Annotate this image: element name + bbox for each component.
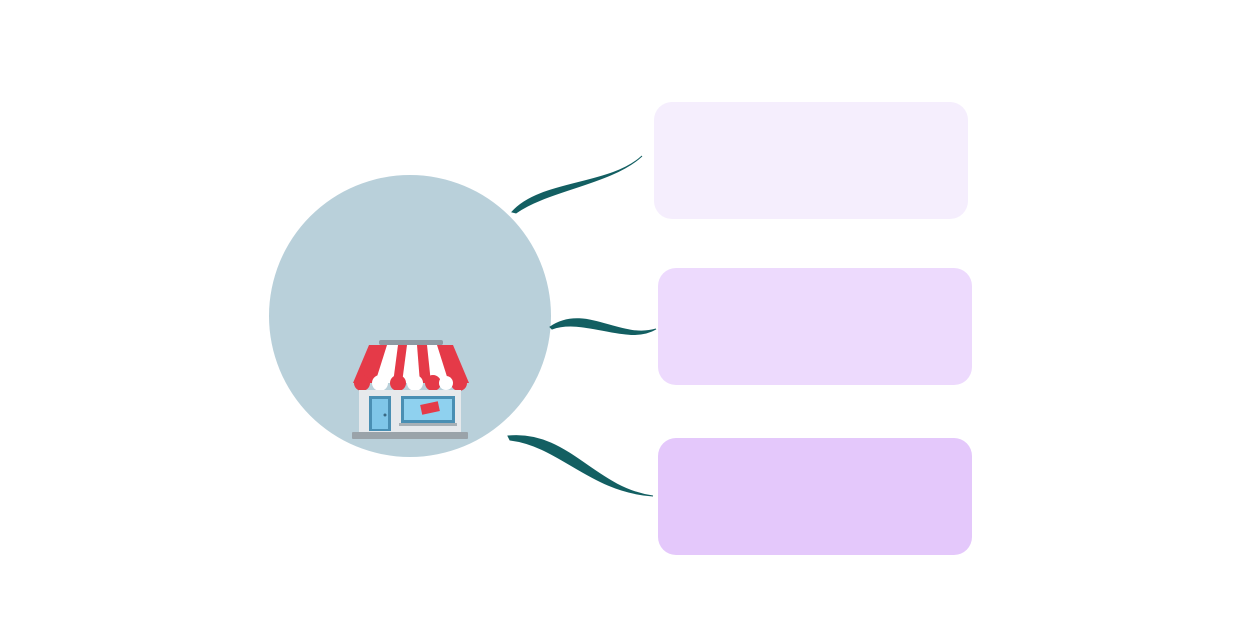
- info-box-3: [658, 438, 972, 555]
- connector-top: [511, 155, 643, 214]
- connector-middle: [549, 318, 657, 335]
- storefront-icon: [352, 340, 469, 439]
- info-box-1: [654, 102, 968, 219]
- info-box-2: [658, 268, 972, 385]
- connector-bottom: [507, 435, 654, 497]
